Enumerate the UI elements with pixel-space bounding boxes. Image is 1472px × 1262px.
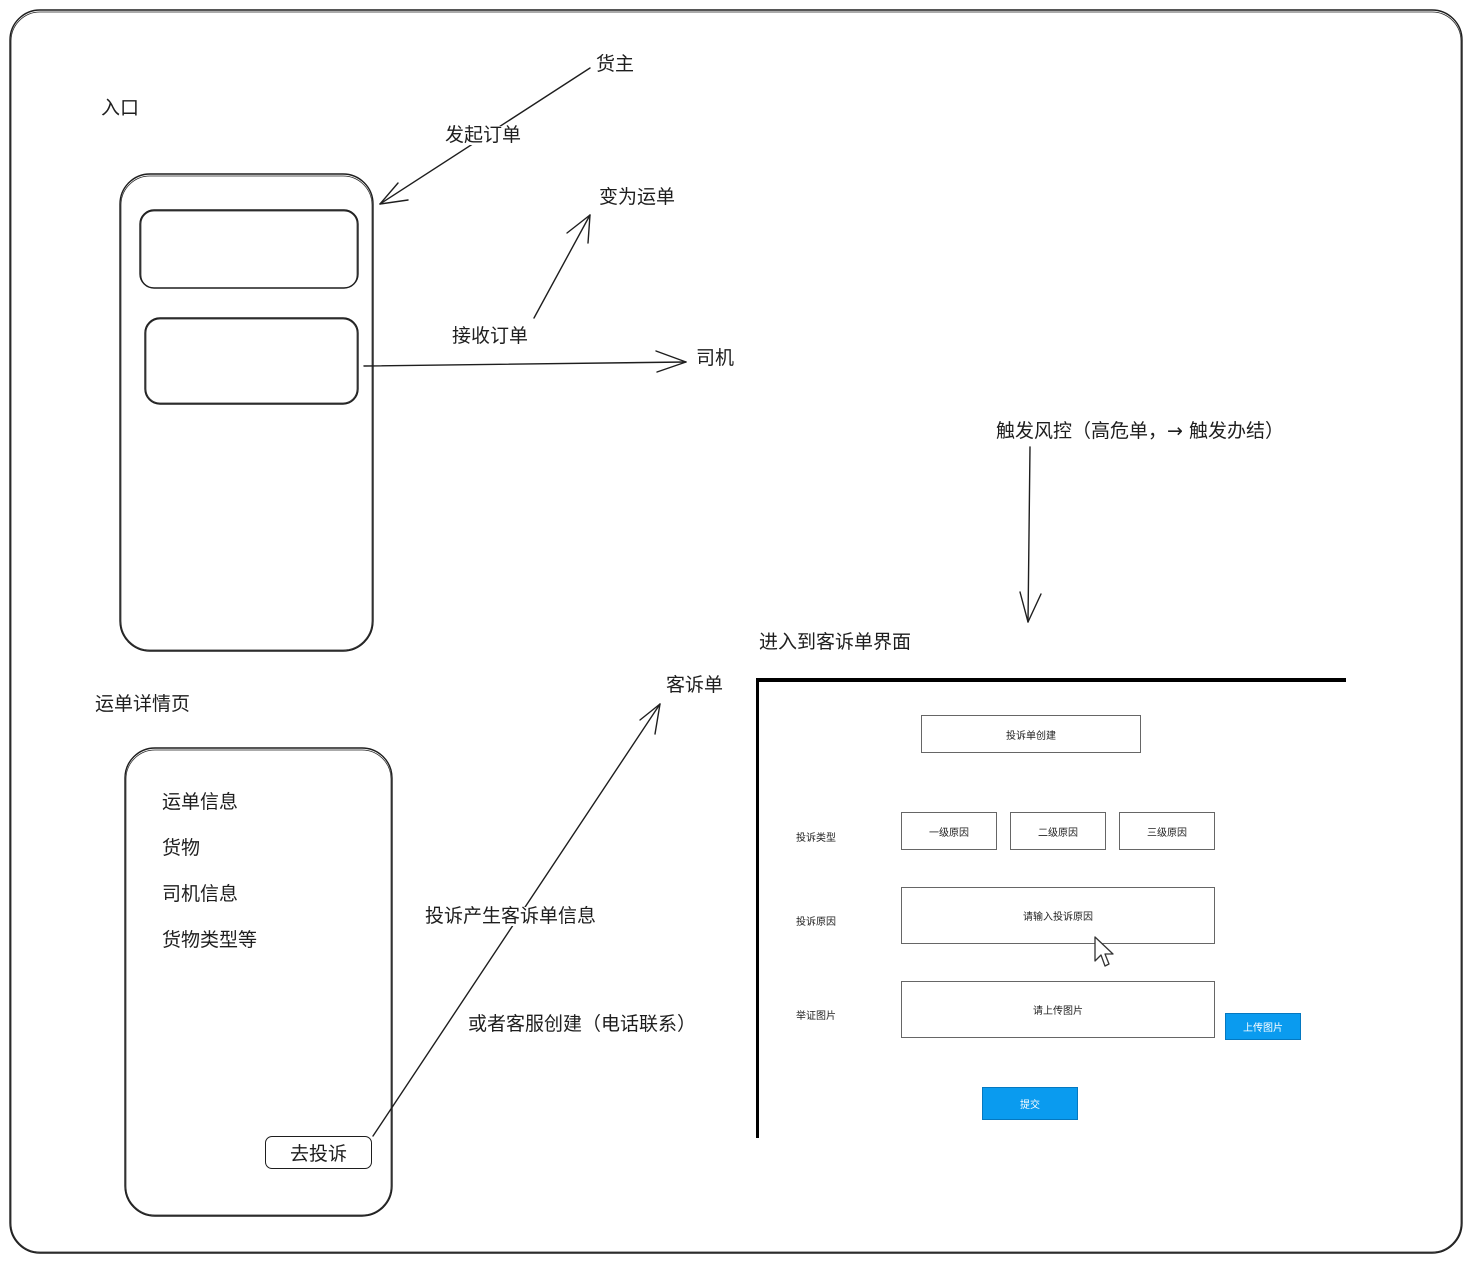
label-initiate-order: 发起订单 [445,124,522,146]
mouse-cursor-icon [1094,936,1114,967]
card-bottom [144,317,359,405]
reason-input[interactable]: 请输入投诉原因 [901,887,1215,944]
arrow-to-waybill [533,214,591,319]
label-complaint-generates: 投诉产生客诉单信息 [425,905,597,927]
label-entry: 入口 [101,97,140,119]
reason-label: 投诉原因 [796,917,836,928]
label-enter-complaint-page: 进入到客诉单界面 [759,631,912,653]
label-accept-order: 接收订单 [452,325,529,347]
label-driver: 司机 [696,347,735,369]
detail-item-waybill-info: 运单信息 [162,791,239,813]
detail-item-goods: 货物 [162,837,201,859]
evidence-upload-area[interactable]: 请上传图片 [901,981,1215,1038]
reason-level-3[interactable]: 三级原因 [1119,812,1215,850]
label-cs-create: 或者客服创建（电话联系） [468,1013,697,1035]
label-to-waybill: 变为运单 [599,186,676,208]
type-label: 投诉类型 [796,833,836,844]
submit-button[interactable]: 提交 [982,1087,1078,1120]
card-top [139,209,359,289]
detail-item-driver-info: 司机信息 [162,883,239,905]
complain-button[interactable]: 去投诉 [265,1136,372,1169]
label-shipper: 货主 [596,53,635,75]
label-risk-control: 触发风控（高危单，→ 触发办结） [996,420,1284,442]
arrow-to-driver [363,361,687,367]
complaint-form: 投诉单创建 投诉类型 一级原因 二级原因 三级原因 投诉原因 请输入投诉原因 举… [756,678,1346,1138]
phone-detail [124,747,393,1217]
label-waybill-detail-page: 运单详情页 [95,693,191,715]
arrow-risk-down [1027,446,1031,623]
reason-level-2[interactable]: 二级原因 [1010,812,1106,850]
upload-button[interactable]: 上传图片 [1225,1013,1301,1040]
label-complaint-ticket: 客诉单 [666,674,724,696]
reason-level-1[interactable]: 一级原因 [901,812,997,850]
detail-item-goods-type: 货物类型等 [162,929,258,951]
evidence-label: 举证图片 [796,1011,836,1022]
phone-entry [119,173,374,652]
form-title: 投诉单创建 [921,715,1141,753]
outer-frame [9,9,1463,1254]
